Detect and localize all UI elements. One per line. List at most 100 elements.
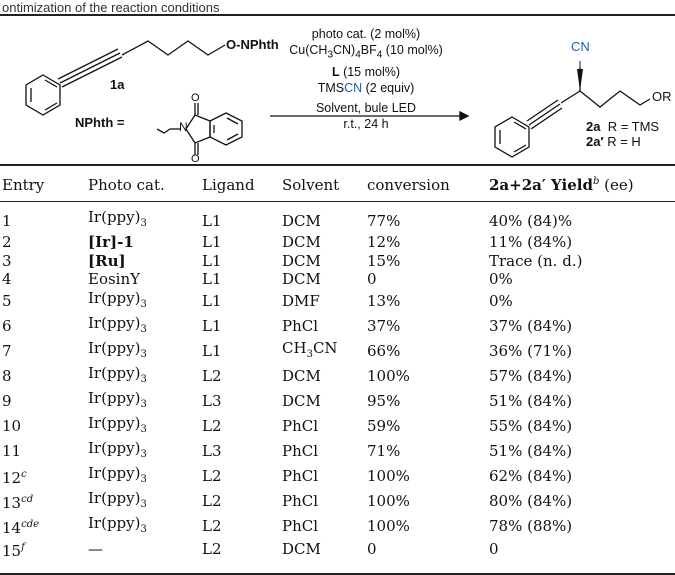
cell-entry: 3 [2,251,12,270]
cell-solvent: DCM [282,233,321,252]
cell-photocat: Ir(ppy)3 [88,463,147,485]
cell-yield: 51% (84%) [489,392,573,410]
cell-ligand: L2 [202,540,222,558]
cell-entry: 6 [2,317,12,335]
reactant-chain [121,40,226,56]
cell-solvent: PhCl [282,417,319,435]
condition-ligand: L (15 mol%) [331,64,401,79]
header-entry: Entry [2,176,45,194]
cell-conversion: 100% [367,367,410,385]
header-ligand: Ligand [202,176,255,194]
cell-solvent: CH3CN [282,338,338,360]
cell-entry: 11 [2,442,22,460]
cell-solvent: DMF [282,292,320,310]
wedge-bond [577,69,583,91]
cell-yield: 0% [489,270,513,289]
product-2a-prime-label: 2a′ R = H [586,134,641,149]
cell-solvent: DCM [282,367,321,385]
cell-entry: 8 [2,367,12,385]
cell-conversion: 37% [367,317,401,335]
cell-solvent: PhCl [282,442,319,460]
cell-photocat: Ir(ppy)3 [88,488,147,510]
product-or-label: OR [652,89,672,104]
cell-conversion: 95% [367,392,401,410]
cell-ligand: L1 [202,292,222,310]
condition-temp: r.t., 24 h [343,116,389,131]
cell-photocat: [Ir]-1 [88,233,134,252]
cell-conversion: 0 [367,540,377,558]
cell-conversion: 66% [367,342,401,360]
condition-photocat: photo cat. (2 mol%) [311,27,421,41]
cell-ligand: L1 [202,211,222,230]
cell-yield: 62% (84%) [489,467,573,485]
cell-ligand: L3 [202,392,222,410]
bottom-rule [0,573,675,575]
cell-yield: 37% (84%) [489,317,573,335]
cell-photocat: Ir(ppy)3 [88,413,147,435]
cell-ligand: L3 [202,442,222,460]
header-photocat: Photo cat. [88,176,165,194]
cell-conversion: 100% [367,517,410,535]
cell-solvent: DCM [282,270,321,289]
table-caption: ontimization of the reaction conditions [2,0,220,15]
reactant-id: 1a [110,77,125,92]
reactant-oxygen-label: O-NPhth [226,37,279,52]
cell-yield: 40% (84)% [489,211,573,230]
table-header-row: Entry Photo cat. Ligand Solvent conversi… [0,170,675,200]
top-rule [0,14,675,16]
nphth-o-bottom: O [191,153,200,165]
reactant-alkyne [59,52,121,84]
cell-yield: 0% [489,292,513,310]
cell-ligand: L1 [202,342,222,360]
cell-entry: 12c [2,468,27,487]
cell-ligand: L1 [202,251,222,270]
cell-ligand: L2 [202,417,222,435]
cell-yield: 78% (88%) [489,517,573,535]
cell-photocat: Ir(ppy)3 [88,513,147,535]
cell-entry: 9 [2,392,12,410]
cell-conversion: 77% [367,211,401,230]
cell-yield: 11% (84%) [489,233,573,252]
cell-conversion: 59% [367,417,401,435]
cell-ligand: L2 [202,367,222,385]
cell-ligand: L2 [202,492,222,510]
cell-entry: 4 [2,270,12,289]
cell-yield: 55% (84%) [489,417,573,435]
cell-conversion: 0 [367,270,377,289]
cell-entry: 2 [2,233,12,252]
cell-photocat: Ir(ppy)3 [88,438,147,460]
cell-conversion: 12% [367,233,401,252]
cell-conversion: 13% [367,292,401,310]
nphth-n-atom: N [179,120,188,134]
product-alkyne [528,103,561,126]
header-solvent: Solvent [282,176,340,194]
reactant-benzene-ring [25,74,61,116]
results-table: Entry Photo cat. Ligand Solvent conversi… [0,170,675,560]
cell-solvent: DCM [282,211,321,230]
scheme-drawing [25,40,651,158]
product-chain [560,90,651,108]
product-2a-label: 2a R = TMS [586,119,660,134]
condition-tmscn: TMSCN (2 equiv) [317,80,415,95]
cell-photocat: Ir(ppy)3 [88,363,147,385]
cell-entry: 7 [2,342,12,360]
cell-solvent: DCM [282,251,321,270]
cell-entry: 1 [2,211,12,230]
nphth-o-top: O [191,92,200,104]
cell-photocat: Ir(ppy)3 [88,338,147,360]
cell-solvent: DCM [282,392,321,410]
cell-photocat: [Ru] [88,251,126,270]
product-cn-label: CN [571,39,590,54]
cell-ligand: L2 [202,517,222,535]
cell-yield: 51% (84%) [489,442,573,460]
nphth-definition: NPhth = [75,115,125,130]
